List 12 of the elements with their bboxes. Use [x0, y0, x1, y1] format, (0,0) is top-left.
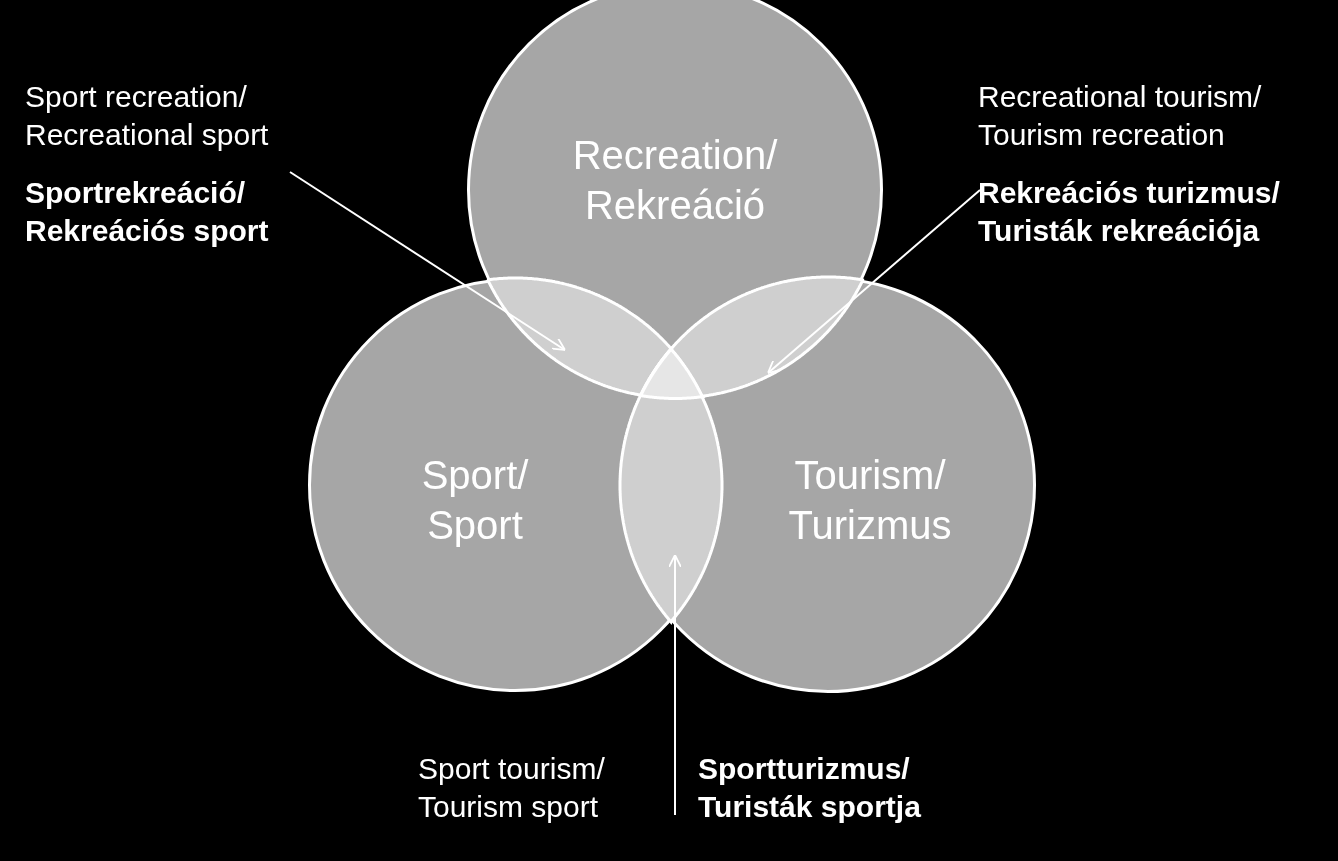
circle-label: Recreation/ Rekreáció	[571, 132, 779, 229]
callout-text: Sport tourism/ Tourism sport	[418, 751, 606, 825]
leader-arrow	[668, 554, 682, 816]
callout-text: Sport recreation/ Recreational sport	[25, 79, 270, 153]
circle-label: Sport/ Sport	[420, 452, 530, 549]
leader-arrow	[289, 171, 566, 351]
circle-label: Tourism/ Turizmus	[787, 452, 953, 549]
callout-text: Recreational tourism/ Tourism recreation	[978, 79, 1263, 153]
callout-text: Sportrekreáció/ Rekreációs sport	[25, 175, 270, 249]
callout-text: Sportturizmus/ Turisták sportja	[698, 751, 922, 825]
callout-text: Rekreációs turizmus/ Turisták rekreációja	[978, 175, 1281, 249]
leader-arrow	[767, 189, 981, 374]
